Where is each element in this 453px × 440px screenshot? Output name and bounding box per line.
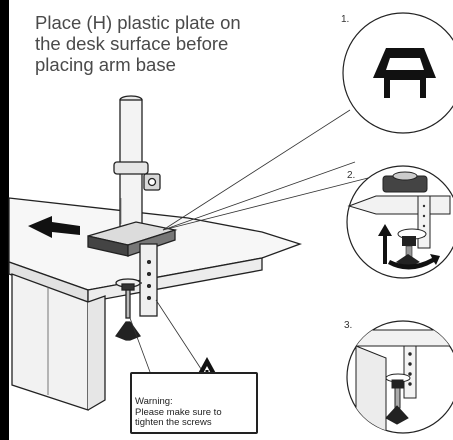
instruction-line-2: the desk surface before <box>35 33 229 54</box>
desk-clamp <box>114 243 158 341</box>
instruction-line-1: Place (H) plastic plate on <box>35 12 241 33</box>
detail-circle-3 <box>346 320 453 434</box>
detail-circle-1 <box>342 12 453 134</box>
tighten-rotate-arrow <box>388 254 440 270</box>
warning-text: Warning: Please make sure to tighten the… <box>135 396 259 429</box>
desk-side-edge <box>87 257 263 303</box>
warning-title: Warning: <box>135 396 173 407</box>
warning-line-1: Please make sure to <box>135 406 222 418</box>
leader-lines <box>129 109 369 376</box>
instruction-line-3: placing arm base <box>35 54 176 75</box>
plastic-plate-icon <box>373 48 436 98</box>
slide-arrow <box>28 216 80 238</box>
step-3-label: 3. <box>344 320 353 331</box>
warning-line-2: tighten the screws <box>135 417 212 428</box>
step-1-label: 1. <box>341 14 350 25</box>
left-border <box>0 0 9 440</box>
step-2-label: 2. <box>347 170 356 181</box>
tighten-up-arrow <box>378 224 392 264</box>
detail-circle-2 <box>346 165 453 279</box>
instruction-text: Place (H) plastic plate on the desk surf… <box>35 12 305 75</box>
arm-pole <box>113 95 161 229</box>
warning-box <box>130 372 258 434</box>
